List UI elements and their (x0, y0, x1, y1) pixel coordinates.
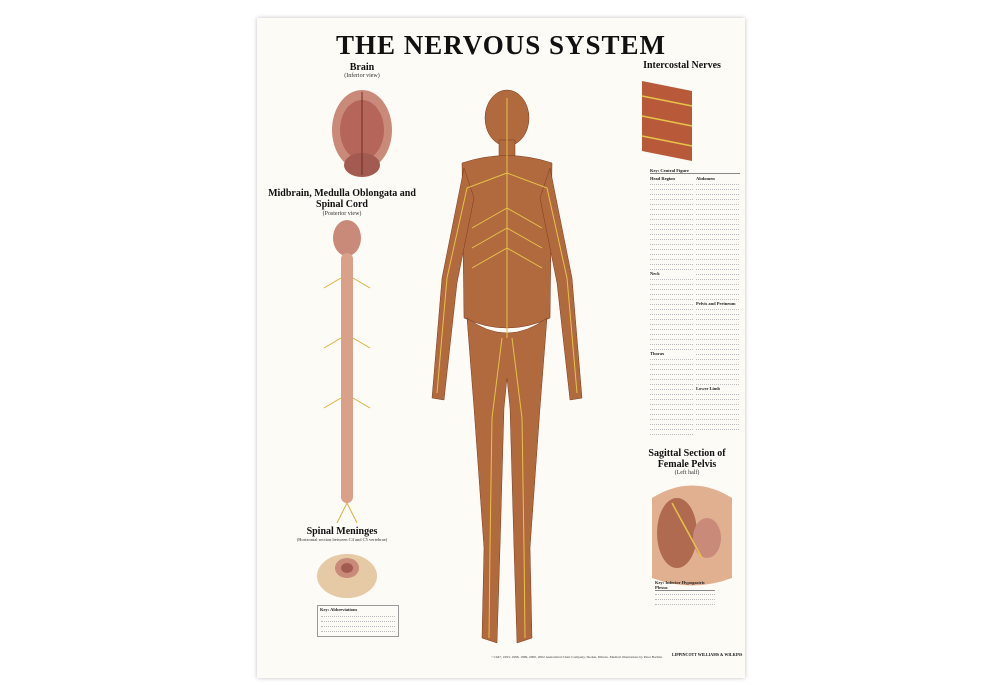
spinal-meninges-illustration (317, 554, 377, 598)
abbreviations-key: Key: Abbreviations (317, 605, 399, 637)
brain-illustration (332, 90, 392, 177)
hypogastric-key-heading: Key: Inferior Hypogastric Plexus (655, 580, 715, 591)
pelvis-subheading: (Left half) (674, 470, 700, 476)
key-section-thorax: Thorax (650, 351, 665, 356)
copyright-text: ©1947, 1993, 1996, 1999, 2000, 2002 Anat… (491, 655, 663, 659)
meninges-subheading: (Horizontal section between C4 and C5 ve… (296, 537, 388, 542)
key-section-abdomen: Abdomen (696, 176, 715, 181)
spinal-cord-illustration (323, 220, 371, 524)
midbrain-heading: Midbrain, Medulla Oblongata and Spinal C… (268, 188, 416, 210)
abbreviations-key-heading: Key: Abbreviations (320, 607, 358, 612)
meninges-heading: Spinal Meninges (306, 526, 378, 537)
key-section-head-region: Head Region (650, 176, 675, 181)
intercostal-heading: Intercostal Nerves (643, 60, 721, 71)
hypogastric-plexus-key: Key: Inferior Hypogastric Plexus (655, 580, 715, 606)
nervous-system-poster: THE NERVOUS SYSTEM Brain (Inferior view)… (257, 18, 745, 678)
key-section-neck: Neck (650, 271, 660, 276)
brain-heading: Brain (349, 62, 375, 73)
central-figure-illustration (431, 89, 583, 644)
poster-title: THE NERVOUS SYSTEM (335, 30, 667, 60)
key-section-lower-limb: Lower Limb (696, 386, 721, 391)
publisher-logo: LIPPINCOTT WILLIAMS & WILKINS (672, 652, 743, 657)
pelvis-heading: Sagittal Section of Female Pelvis (648, 448, 726, 470)
intercostal-nerves-illustration (641, 81, 693, 161)
central-figure-key: Key: Central Figure Head Region Neck Tho… (650, 168, 740, 448)
female-pelvis-illustration (652, 485, 732, 586)
central-key-heading: Key: Central Figure (650, 168, 740, 174)
key-section-pelvis-perineum: Pelvis and Perineum (696, 301, 736, 306)
brain-subheading: (Inferior view) (344, 73, 380, 79)
midbrain-subheading: (Posterior view) (322, 211, 362, 217)
